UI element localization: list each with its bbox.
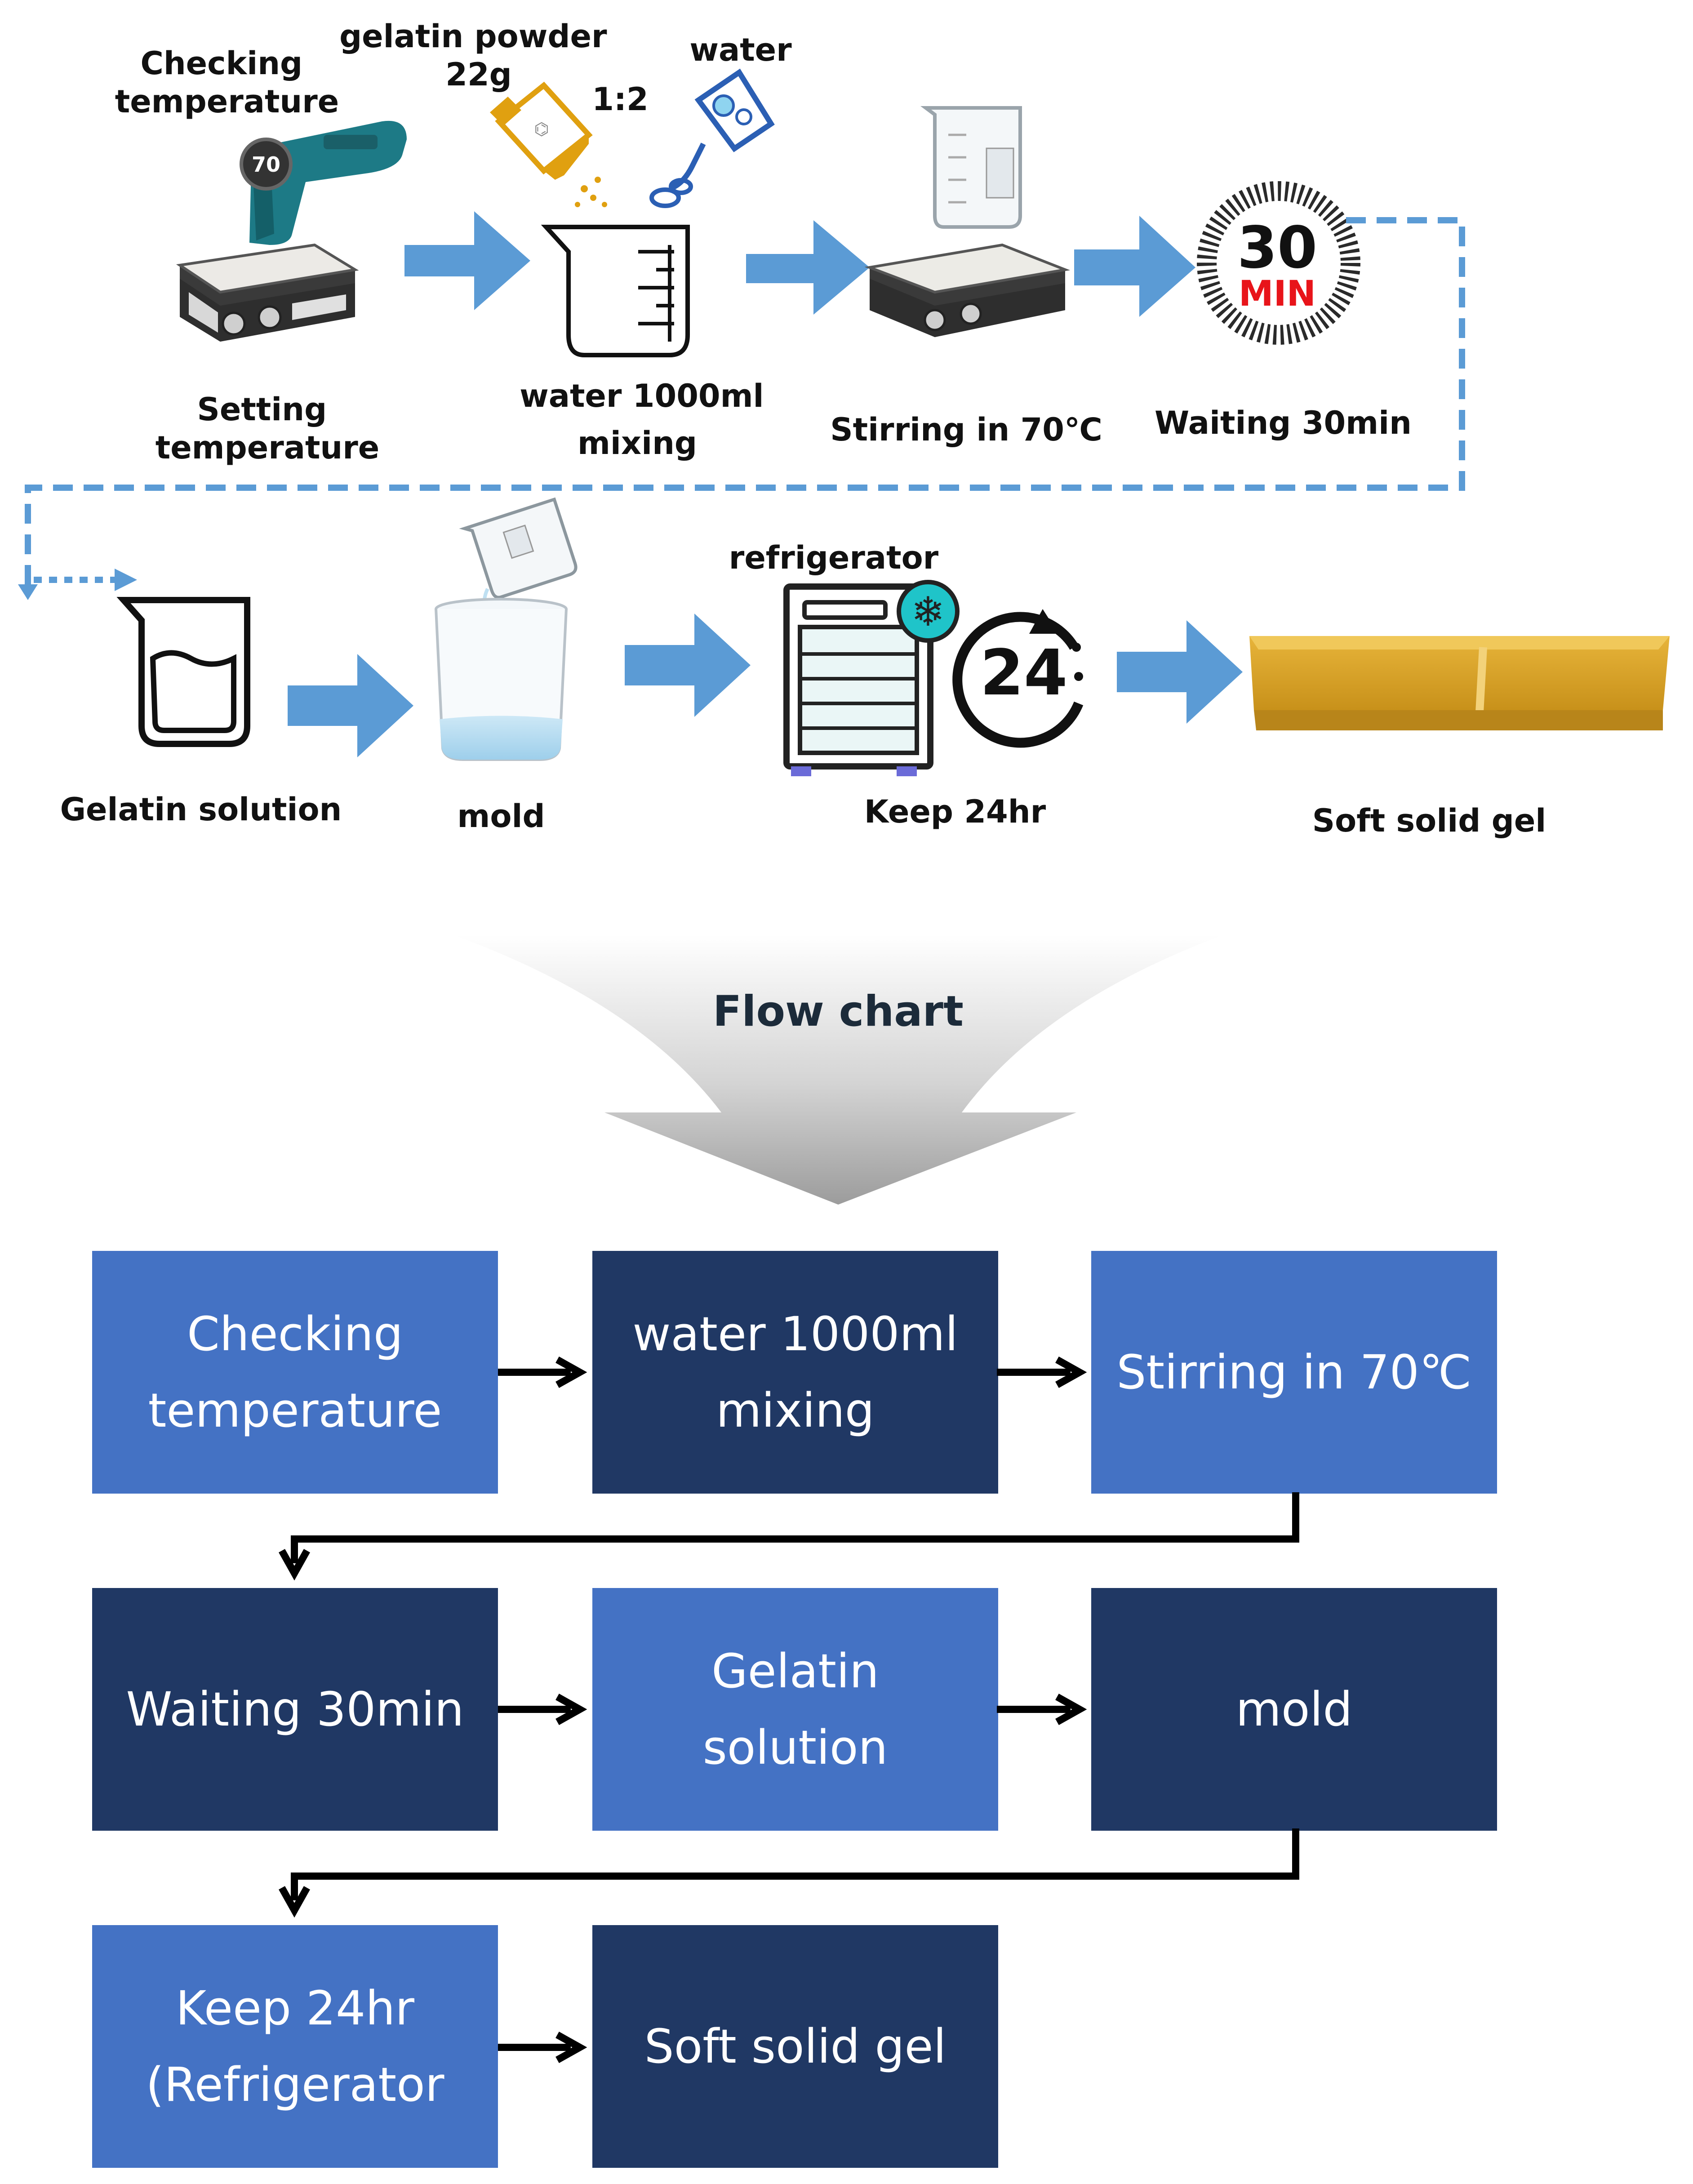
flow-box-background (1091, 1588, 1497, 1831)
flow-box: Waiting 30min (92, 1588, 498, 1831)
process-arrow (625, 614, 751, 717)
snowflake-icon: ❄ (897, 580, 960, 643)
timer-number: 30 (1237, 214, 1317, 281)
label-waiting: Waiting 30min (1155, 405, 1412, 441)
hot-plate-icon (176, 243, 359, 342)
flow-box: Soft solid gel (592, 1925, 998, 2168)
label-keep-24hr: Keep 24hr (864, 793, 1046, 830)
flow-box-background (1091, 1251, 1497, 1494)
dotted-arrowhead (115, 569, 137, 591)
label-checking-temperature: Checking temperature (115, 45, 339, 120)
thermometer-gun-icon: 70 (240, 120, 407, 245)
flow-box: Stirring in 70℃ (1091, 1251, 1497, 1494)
stopwatch-icon: 30 MIN (1197, 181, 1360, 345)
label-ratio: 1:2 (592, 81, 648, 118)
process-arrow (1074, 216, 1195, 317)
flow-box-label: Soft solid gel (644, 2019, 946, 2074)
label-gelatin-powder: gelatin powder 22g (339, 18, 618, 93)
flow-box-background (92, 1588, 498, 1831)
process-arrow (1117, 620, 1243, 724)
flow-box-label: Keep 24hr(Refrigerator (146, 1981, 444, 2112)
pouring-beaker-icon (459, 497, 578, 621)
timer-unit: MIN (1239, 274, 1316, 314)
label-water-mixing: water 1000ml mixing (520, 378, 775, 462)
label-soft-solid-gel: Soft solid gel (1312, 802, 1546, 839)
label-refrigerator: refrigerator (729, 539, 939, 576)
flow-box: mold (1091, 1588, 1497, 1831)
label-mold: mold (457, 798, 545, 835)
flow-box-background (592, 1925, 998, 2168)
flow-box-label: mold (1236, 1682, 1353, 1737)
flow-box: Keep 24hr(Refrigerator (92, 1925, 498, 2168)
thermometer-reading: 70 (252, 152, 280, 177)
flow-connectors (279, 1357, 1299, 2063)
process-arrow (404, 211, 530, 310)
flow-box-label: Waiting 30min (126, 1682, 464, 1737)
measuring-beaker-icon (541, 225, 690, 357)
dashed-connector (25, 217, 1465, 593)
refrigerator-icon (783, 583, 933, 776)
process-arrow (288, 654, 413, 757)
svg-text:❄: ❄ (911, 588, 945, 636)
24-hour-icon: 24 (952, 609, 1084, 748)
beaker-on-hotplate-icon (864, 106, 1071, 337)
banner-title: Flow chart (713, 987, 964, 1036)
flow-box-background (92, 1925, 498, 2168)
flow-box-background (592, 1251, 998, 1494)
process-arrow (746, 220, 870, 315)
mold-glass-icon (435, 598, 568, 761)
flow-box-label: Stirring in 70℃ (1116, 1345, 1471, 1400)
wash-bottle-icon (649, 68, 775, 208)
label-water: water (689, 31, 792, 68)
dashed-arrowhead (18, 584, 38, 600)
label-stirring: Stirring in 70℃ (830, 411, 1102, 448)
flow-box-background (92, 1251, 498, 1494)
solution-beaker-icon (116, 597, 250, 747)
keep-hours-number: 24 (980, 636, 1068, 710)
svg-text:⌬: ⌬ (534, 119, 549, 139)
powder-bottle-icon: ⌬ (490, 81, 607, 207)
flow-box-background (592, 1588, 998, 1831)
flow-chart-banner: Flow chart (453, 935, 1223, 1205)
gel-slab-icon (1249, 636, 1670, 730)
label-setting-temperature: Setting temperature (156, 391, 380, 466)
label-gelatin-solution: Gelatin solution (60, 791, 342, 828)
